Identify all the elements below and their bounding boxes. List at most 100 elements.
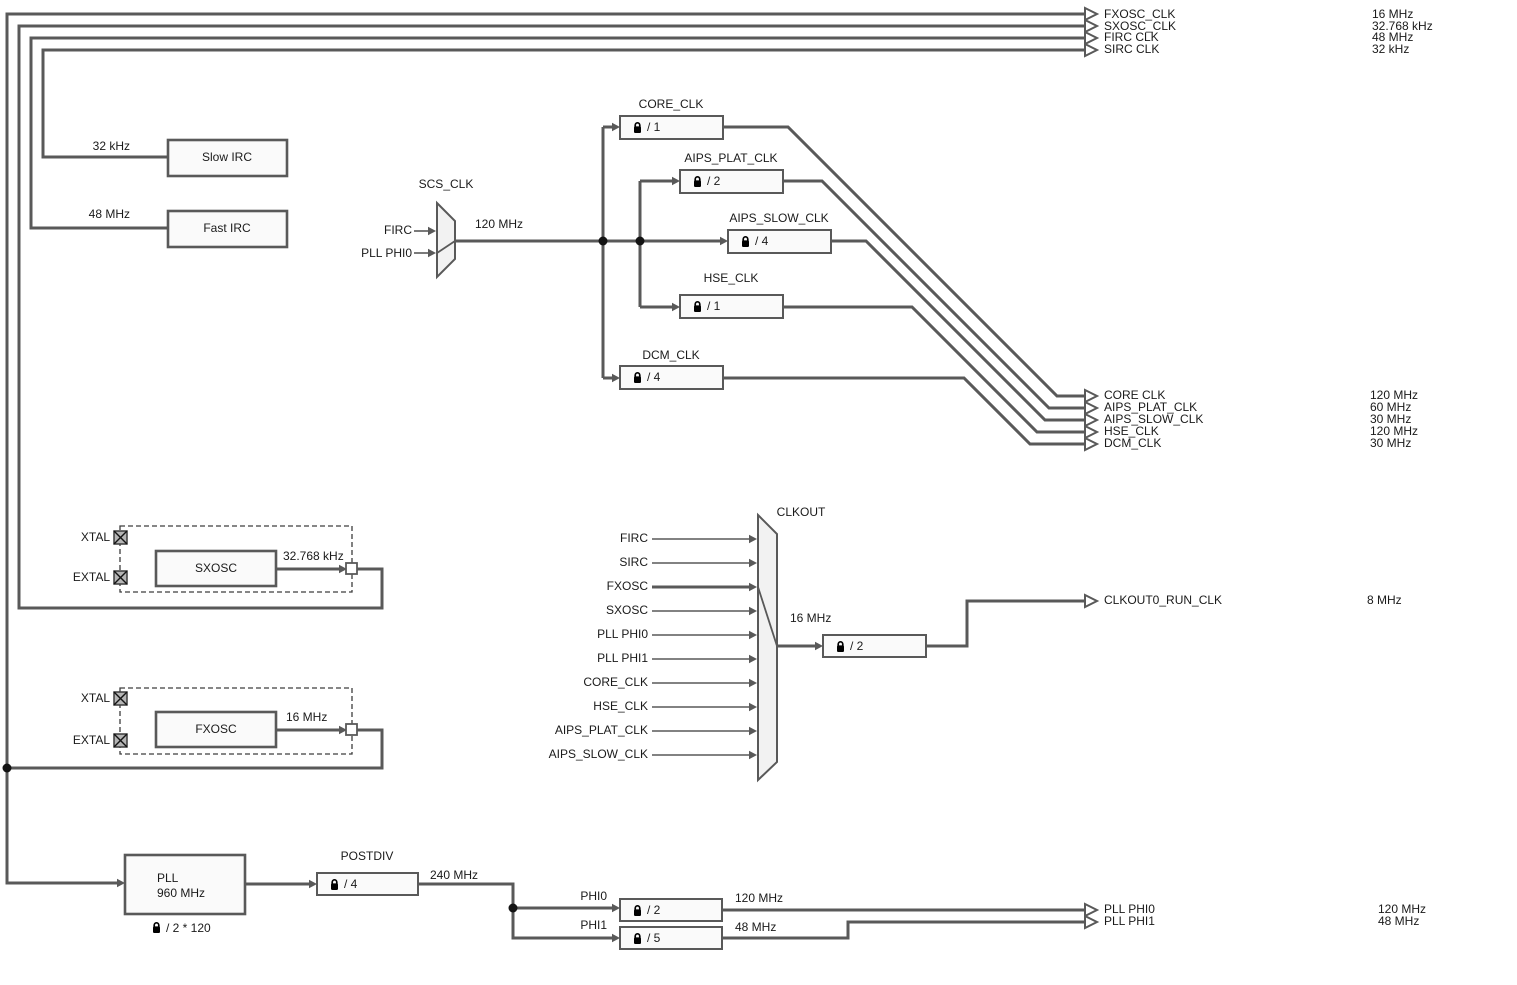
output-port-icon[interactable]: [1084, 903, 1098, 917]
clkout-input-label: FXOSC: [607, 579, 649, 593]
fxosc-box[interactable]: [154, 710, 278, 749]
divider-phi0[interactable]: [619, 898, 723, 922]
divider-value: / 4: [647, 370, 661, 384]
arrow-icon: [749, 630, 757, 640]
arrow-icon: [749, 750, 757, 760]
sxosc-boundary: [119, 525, 353, 593]
arrow-icon: [749, 582, 757, 592]
arrow-icon: [749, 678, 757, 688]
output-label: PLL PHI1: [1104, 914, 1155, 928]
sxosc-block: XTAL EXTAL SXOSC 32.768 kHz: [73, 525, 358, 593]
clkout-mux-title: CLKOUT: [777, 505, 826, 519]
arrow-icon: [672, 302, 680, 312]
fast-irc-frequency: 48 MHz: [89, 207, 130, 221]
scs-out-frequency: 120 MHz: [475, 217, 523, 231]
arrow-icon: [612, 933, 620, 943]
output-port-icon[interactable]: [1084, 425, 1098, 439]
output-port-icon[interactable]: [1084, 31, 1098, 45]
output-label: HSE_CLK: [1104, 424, 1159, 438]
divider-title: AIPS_SLOW_CLK: [729, 211, 828, 225]
extal-pin-cross: [113, 570, 128, 585]
divider-value: / 1: [647, 120, 661, 134]
wire-phi1-out: [722, 920, 1085, 940]
divider-value: / 2: [647, 903, 661, 917]
output-port-icon[interactable]: [1084, 19, 1098, 33]
divider-aips-slow[interactable]: [727, 229, 832, 254]
fxosc-output-pin[interactable]: [345, 723, 358, 736]
sxosc-label: SXOSC: [195, 561, 237, 575]
slow-irc-label: Slow IRC: [202, 150, 252, 164]
pll-label: PLL: [157, 871, 179, 885]
output-port-icon[interactable]: [1084, 413, 1098, 427]
clkout-input-label: AIPS_SLOW_CLK: [549, 747, 648, 761]
fxosc-extal-label: EXTAL: [73, 733, 110, 747]
clkout-mux[interactable]: [757, 512, 778, 783]
junction-dots: [2, 236, 645, 913]
wire-aipsplat-out: [782, 179, 1085, 410]
fxosc-frequency: 16 MHz: [286, 710, 327, 724]
clkout-input-label: AIPS_PLAT_CLK: [555, 723, 648, 737]
fast-irc-block[interactable]: [166, 209, 289, 249]
divider-aips-plat[interactable]: [679, 169, 784, 194]
output-port-icon[interactable]: [1084, 389, 1098, 403]
wire-fxosc-bus: [5, 12, 1085, 885]
irc-sources: 32 kHz Slow IRC 48 MHz Fast IRC: [89, 138, 289, 249]
output-frequency: 120 MHz: [1370, 388, 1418, 402]
wire-core-out: [723, 125, 1085, 398]
clkout-mux-group: CLKOUT FIRC SIRC FXOSC SXOSC PLL PHI0 PL…: [549, 505, 1402, 783]
wire-hse-out: [782, 305, 1085, 434]
junction-dot: [598, 236, 608, 246]
output-port-icon[interactable]: [1084, 401, 1098, 415]
output-port-icon[interactable]: [1084, 7, 1098, 21]
pll-block[interactable]: [123, 853, 247, 916]
lock-icon: [152, 921, 161, 934]
output-label: CLKOUT0_RUN_CLK: [1104, 593, 1222, 607]
xtal-pin-cross: [113, 691, 128, 706]
output-port-icon[interactable]: [1084, 43, 1098, 57]
wire-sxosc-bus: [17, 24, 1085, 610]
wires: [5, 12, 1085, 940]
top-output-ports: FXOSC_CLK SXOSC_CLK FIRC CLK SIRC CLK 16…: [1084, 7, 1433, 57]
wire-firc-bus: [29, 36, 1085, 230]
divider-postdiv[interactable]: [316, 872, 419, 896]
output-label: FIRC CLK: [1104, 30, 1159, 44]
sxosc-box[interactable]: [154, 549, 278, 588]
divider-dcm[interactable]: [619, 365, 724, 390]
slow-irc-block[interactable]: [166, 138, 289, 178]
output-port-icon[interactable]: [1084, 594, 1098, 608]
wire-sirc-bus: [41, 48, 1085, 159]
output-port-icon[interactable]: [1084, 915, 1098, 929]
clkout-input-label: CORE_CLK: [583, 675, 648, 689]
divider-value: / 1: [707, 299, 721, 313]
scs-mux[interactable]: [436, 200, 456, 280]
sxosc-frequency: 32.768 kHz: [283, 549, 344, 563]
sxosc-extal-label: EXTAL: [73, 570, 110, 584]
scs-mux-selection-line: [436, 240, 456, 254]
phi0-frequency: 120 MHz: [735, 891, 783, 905]
system-dividers: CORE_CLK / 1 AIPS_PLAT_CLK / 2 AIPS_SLOW…: [612, 97, 832, 390]
output-label: SXOSC_CLK: [1104, 19, 1176, 33]
fxosc-xtal-label: XTAL: [81, 691, 110, 705]
clkout-mux-frequency: 16 MHz: [790, 611, 831, 625]
arrow-icon: [749, 558, 757, 568]
output-frequency: 30 MHz: [1370, 436, 1411, 450]
pll-multiplier: / 2 * 120: [166, 921, 211, 935]
output-label: CORE CLK: [1104, 388, 1165, 402]
phi1-frequency: 48 MHz: [735, 920, 776, 934]
clkout-input-label: PLL PHI0: [597, 627, 648, 641]
arrow-icon: [612, 122, 620, 132]
output-frequency: 30 MHz: [1370, 412, 1411, 426]
xtal-pin-cross: [113, 530, 128, 545]
divider-core[interactable]: [619, 115, 724, 140]
output-label: FXOSC_CLK: [1104, 7, 1175, 21]
divider-phi1[interactable]: [619, 926, 723, 950]
divider-clkout[interactable]: [822, 634, 927, 658]
sxosc-output-pin[interactable]: [345, 562, 358, 575]
output-label: AIPS_PLAT_CLK: [1104, 400, 1197, 414]
arrow-icon: [749, 726, 757, 736]
output-frequency: 120 MHz: [1370, 424, 1418, 438]
divider-hse[interactable]: [679, 294, 784, 319]
scs-input-label: PLL PHI0: [361, 246, 412, 260]
output-port-icon[interactable]: [1084, 437, 1098, 451]
phi1-label: PHI1: [580, 918, 607, 932]
